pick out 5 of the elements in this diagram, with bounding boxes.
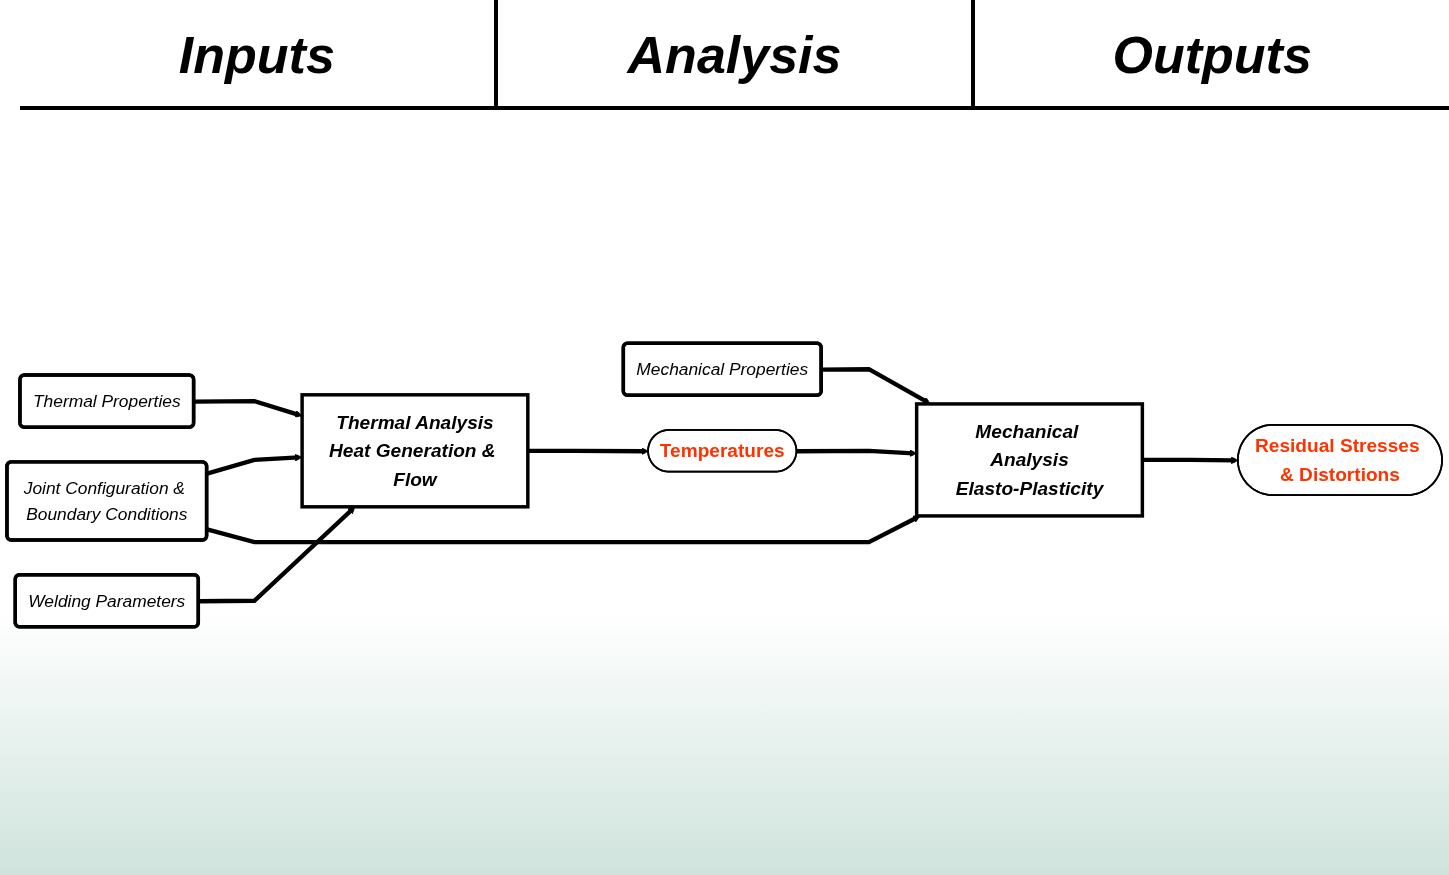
column-heading: Outputs (1111, 25, 1313, 86)
node-box: Mechanical Analysis Elasto-Plasticity (914, 402, 1145, 518)
column-heading: Inputs (177, 25, 336, 86)
column-heading: Analysis (625, 25, 843, 86)
node-box: Thermal Analysis Heat Generation & Flow (300, 393, 530, 509)
